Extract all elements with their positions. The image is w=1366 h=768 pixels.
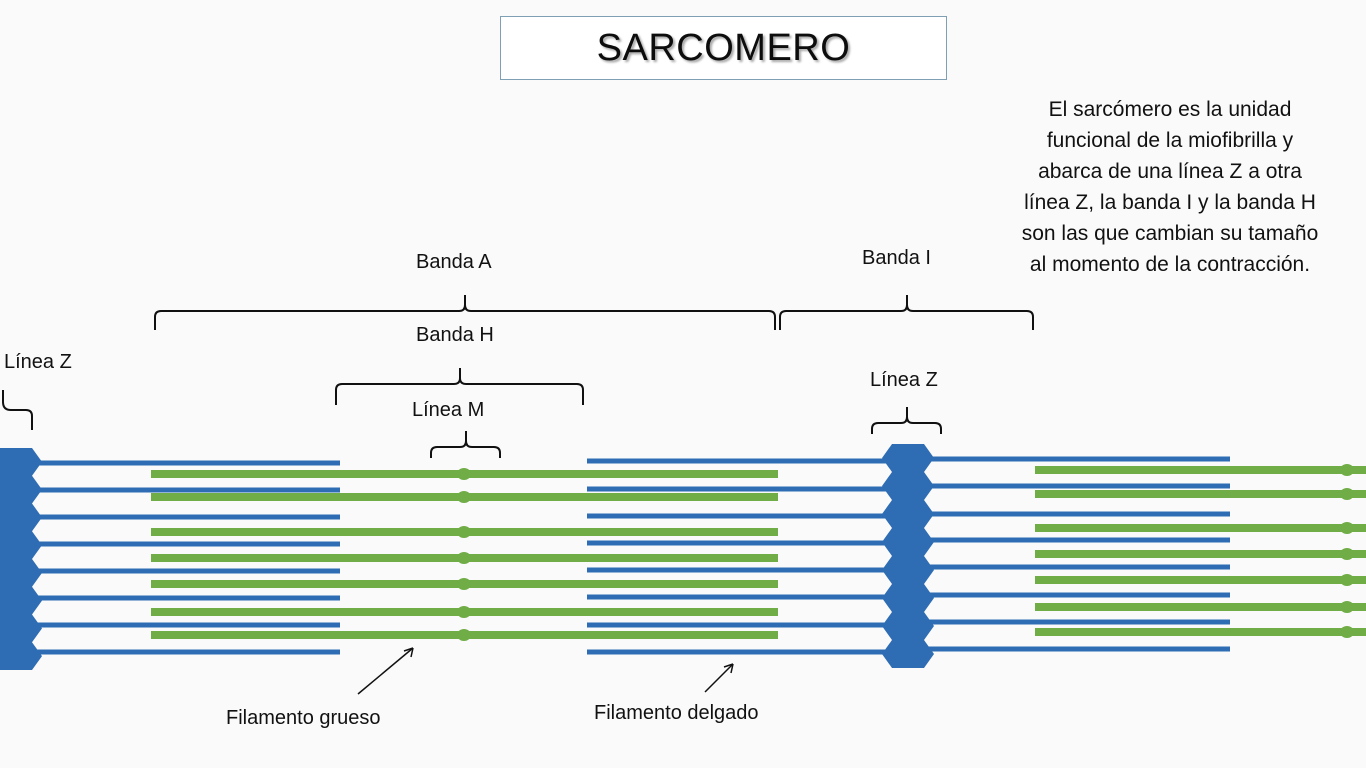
- description: El sarcómero es la unidad funcional de l…: [1000, 94, 1340, 280]
- m-line-node: [457, 606, 471, 618]
- thin-filament: [587, 622, 907, 628]
- z-lines: [0, 444, 934, 670]
- m-line-node: [1340, 574, 1354, 586]
- m-line-node: [1340, 548, 1354, 560]
- m-line-node: [457, 491, 471, 503]
- label-linea-z-left: Línea Z: [4, 351, 72, 373]
- brackets: [2, 295, 1034, 458]
- thick-filament: [1035, 524, 1366, 532]
- thin-filament: [30, 649, 340, 655]
- m-line-node: [457, 552, 471, 564]
- bracket-linea-z-right: [871, 407, 942, 434]
- page-title: SARCOMERO: [596, 26, 851, 69]
- thin-filament: [587, 567, 907, 573]
- thin-filament: [30, 514, 340, 520]
- description-line: línea Z, la banda I y la banda H: [1024, 191, 1316, 214]
- thin-filament: [915, 592, 1230, 598]
- title-box: SARCOMERO: [500, 16, 947, 80]
- bracket-banda-h: [335, 368, 584, 405]
- thin-filament: [30, 460, 340, 466]
- thin-filament: [587, 458, 907, 464]
- bracket-linea-z-left: [2, 390, 33, 430]
- m-line-node: [1340, 464, 1354, 476]
- thin-filament: [915, 537, 1230, 543]
- bracket-banda-i: [779, 295, 1034, 330]
- description-line: abarca de una línea Z a otra: [1038, 160, 1302, 183]
- thin-filament: [587, 486, 907, 492]
- label-linea-m: Línea M: [412, 399, 485, 421]
- arrow-filamento-grueso: [357, 647, 414, 695]
- thin-filament: [587, 594, 907, 600]
- m-line-node: [457, 468, 471, 480]
- thin-filament: [915, 511, 1230, 517]
- thick-filament: [1035, 466, 1366, 474]
- m-line-node: [457, 526, 471, 538]
- label-banda-h: Banda H: [416, 324, 494, 346]
- thin-filament: [915, 483, 1230, 489]
- thin-filament: [30, 541, 340, 547]
- thin-filament: [587, 649, 907, 655]
- m-line-node: [1340, 601, 1354, 613]
- label-filamento-delgado: Filamento delgado: [594, 702, 759, 724]
- thin-filament: [915, 564, 1230, 570]
- m-line-node: [1340, 522, 1354, 534]
- thin-filament: [915, 619, 1230, 625]
- thin-filaments: [30, 456, 1230, 655]
- z-line-left: [0, 448, 42, 670]
- arrowhead-filamento-delgado: [723, 663, 734, 674]
- bracket-banda-a: [154, 295, 776, 330]
- label-banda-a: Banda A: [416, 251, 492, 273]
- thin-filament: [30, 622, 340, 628]
- description-line: funcional de la miofibrilla y: [1046, 129, 1294, 152]
- description-line: son las que cambian su tamaño: [1021, 222, 1319, 245]
- bracket-linea-m: [430, 431, 501, 458]
- label-banda-i: Banda I: [862, 247, 931, 269]
- m-line-node: [1340, 488, 1354, 500]
- thin-filament: [587, 540, 907, 546]
- m-line-node: [457, 578, 471, 590]
- thin-filament: [30, 487, 340, 493]
- description-line: El sarcómero es la unidad: [1048, 98, 1292, 121]
- thin-filament: [30, 595, 340, 601]
- thin-filament: [915, 456, 1230, 462]
- thick-filament: [1035, 628, 1366, 636]
- thick-filaments: [151, 464, 1366, 641]
- thick-filament: [1035, 550, 1366, 558]
- arrow-filamento-delgado: [704, 663, 734, 693]
- thin-filament: [915, 646, 1230, 652]
- thin-filament: [30, 568, 340, 574]
- m-line-node: [1340, 626, 1354, 638]
- thin-filament: [587, 513, 907, 519]
- thick-filament: [1035, 603, 1366, 611]
- thick-filament: [1035, 576, 1366, 584]
- thick-filament: [1035, 490, 1366, 498]
- arrowhead-filamento-grueso: [403, 647, 414, 658]
- label-linea-z-right: Línea Z: [870, 369, 938, 391]
- arrows: [357, 647, 734, 695]
- z-line-right: [882, 444, 934, 668]
- label-filamento-grueso: Filamento grueso: [226, 707, 381, 729]
- description-line: al momento de la contracción.: [1029, 253, 1311, 276]
- m-line-node: [457, 629, 471, 641]
